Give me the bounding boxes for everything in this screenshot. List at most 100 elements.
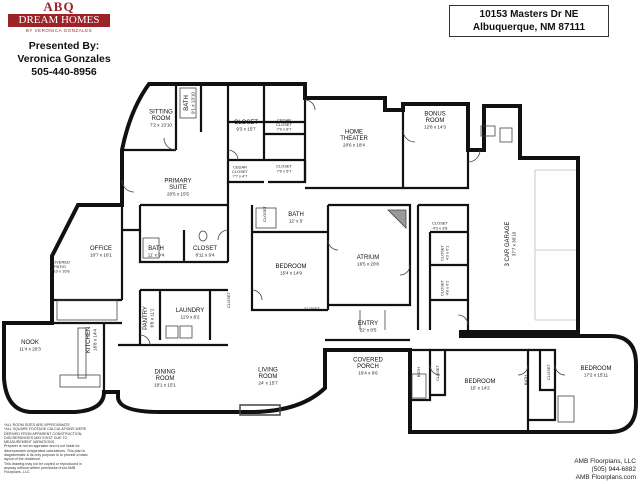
room-dims: 6'10 x 16'8 — [50, 269, 70, 274]
room-name: NOOK — [21, 340, 39, 346]
room-label-bath-b3: BATH — [523, 375, 528, 385]
note-line: discrepancies w/appraisal calculations. … — [4, 448, 86, 453]
note-line: diagrammatic & its only purpose is to pr… — [4, 453, 88, 458]
room-name2: SUITE — [169, 185, 187, 191]
room-label-closet-b2: CLOSET — [435, 364, 440, 381]
room-name2: CLOSET — [232, 169, 249, 174]
room-name: CEDAR — [233, 164, 247, 169]
room-dims: 4'8 x 6'2 — [444, 280, 449, 295]
logo-tagline: BY VERONICA GONZALES — [25, 28, 93, 33]
note-line: Floorplans, LLC. — [4, 470, 31, 475]
room-name: 3 CAR GARAGE — [505, 221, 511, 266]
room-dims: 17'2 x 15'11 — [584, 372, 609, 377]
room-name: BATH — [288, 212, 304, 218]
room-name: PRIMARY — [164, 179, 191, 185]
room-dims: 8'11 x 9'4 — [195, 252, 214, 257]
room-dims: 6'8 x 11'2 — [149, 308, 154, 327]
note-line: This drawing may not be copied or reprod… — [4, 461, 82, 466]
room-name: CLOSET — [440, 279, 445, 296]
room-name: OFFICE — [90, 246, 112, 252]
room-name: CLOSET — [226, 291, 231, 308]
room-name2: ROOM — [156, 376, 175, 382]
credit-company: AMB Floorplans, LLC — [574, 458, 636, 465]
room-dims: 20'5 x 15'5 — [167, 192, 189, 197]
room-name: CLOSET — [440, 244, 445, 261]
room-dims: 22' x 8'5 — [360, 327, 377, 332]
credit-website: AMB Floorplans.com — [575, 474, 636, 481]
room-name2: CLOSET — [276, 122, 293, 127]
room-dims: 16'5 x 20'8 — [357, 261, 379, 266]
room-name: CLOSET — [432, 221, 449, 226]
room-name: CLOSET — [276, 164, 293, 169]
logo-brand: ABQ — [43, 0, 75, 14]
presented-by-block: Presented By: Veronica Gonzales 505-440-… — [0, 40, 128, 79]
room-name: BONUS — [424, 112, 445, 118]
room-label-closet-bath: CLOSET — [262, 205, 267, 222]
room-dims: 11'4 x 20'3 — [19, 346, 41, 351]
company-logo: ABQ DREAM HOMES BY VERONICA GONZALES — [2, 0, 116, 36]
room-name2: ROOM — [259, 374, 278, 380]
room-dims: 7'2 x 13'10 — [150, 123, 172, 128]
room-name2: ROOM — [426, 118, 445, 124]
room-name2: THEATER — [340, 136, 368, 142]
room-dims: 4'3 x 3'8 — [433, 225, 448, 230]
room-name: PANTRY — [143, 306, 149, 330]
room-name2: PATIO — [54, 264, 65, 269]
room-name: ATRIUM — [357, 255, 380, 261]
logo-name: DREAM HOMES — [8, 14, 110, 27]
fixtures — [56, 87, 575, 423]
room-dims: 37'7 x 30'10 — [511, 231, 516, 256]
room-label-closet-primary-2: CLOSET — [226, 291, 231, 308]
room-dims: 11' x 9'4 — [148, 252, 165, 257]
room-name: ENTRY — [358, 321, 378, 327]
room-dims: 19'1 x 15'1 — [154, 383, 176, 388]
interior-walls — [52, 84, 557, 432]
room-name: BATH — [523, 375, 528, 385]
room-dims: 4'3 x 6'1 — [444, 245, 449, 260]
room-dims: 15'4 x 14'9 — [280, 270, 302, 275]
room-label-closet-mid: CLOSET — [304, 306, 321, 311]
room-name: HOME — [345, 130, 363, 136]
door-swings — [121, 99, 566, 376]
room-dims: 12'8 x 14'3 — [424, 125, 446, 130]
room-name: BEDROOM — [275, 264, 306, 270]
address-city: Albuquerque, NM 87111 — [472, 22, 586, 33]
room-dims: 9'3 x 15'7 — [236, 126, 256, 131]
room-name: KITCHEN — [86, 327, 92, 353]
room-dims: 11'9 x 8'2 — [180, 314, 199, 319]
room-name: LIVING — [258, 368, 278, 374]
agent-name: Veronica Gonzales — [17, 53, 111, 65]
room-name: CEDAR — [277, 117, 291, 122]
room-name: CLOSET — [234, 120, 258, 126]
room-name: DINING — [155, 370, 176, 376]
presented-by-heading: Presented By: — [28, 40, 100, 52]
room-name: BEDROOM — [464, 379, 495, 385]
room-label-bath-b2: BATH — [416, 367, 421, 377]
room-name: LAUNDRY — [176, 308, 205, 314]
credit-phone: (505) 944-6882 — [591, 466, 636, 473]
room-label-closet-b3: CLOSET — [546, 363, 551, 380]
room-dims: 24' x 15'7 — [258, 381, 278, 386]
property-address-box: 10153 Masters Dr NE Albuquerque, NM 8711… — [449, 5, 609, 37]
